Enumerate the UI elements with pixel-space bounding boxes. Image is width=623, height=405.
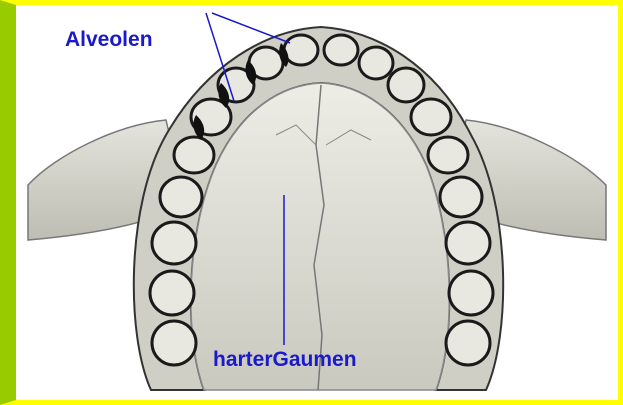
alveolen-label: Alveolen [65, 29, 153, 50]
hard-palate-label: harterGaumen [213, 349, 357, 370]
upper-jaw-illustration [16, 5, 618, 400]
